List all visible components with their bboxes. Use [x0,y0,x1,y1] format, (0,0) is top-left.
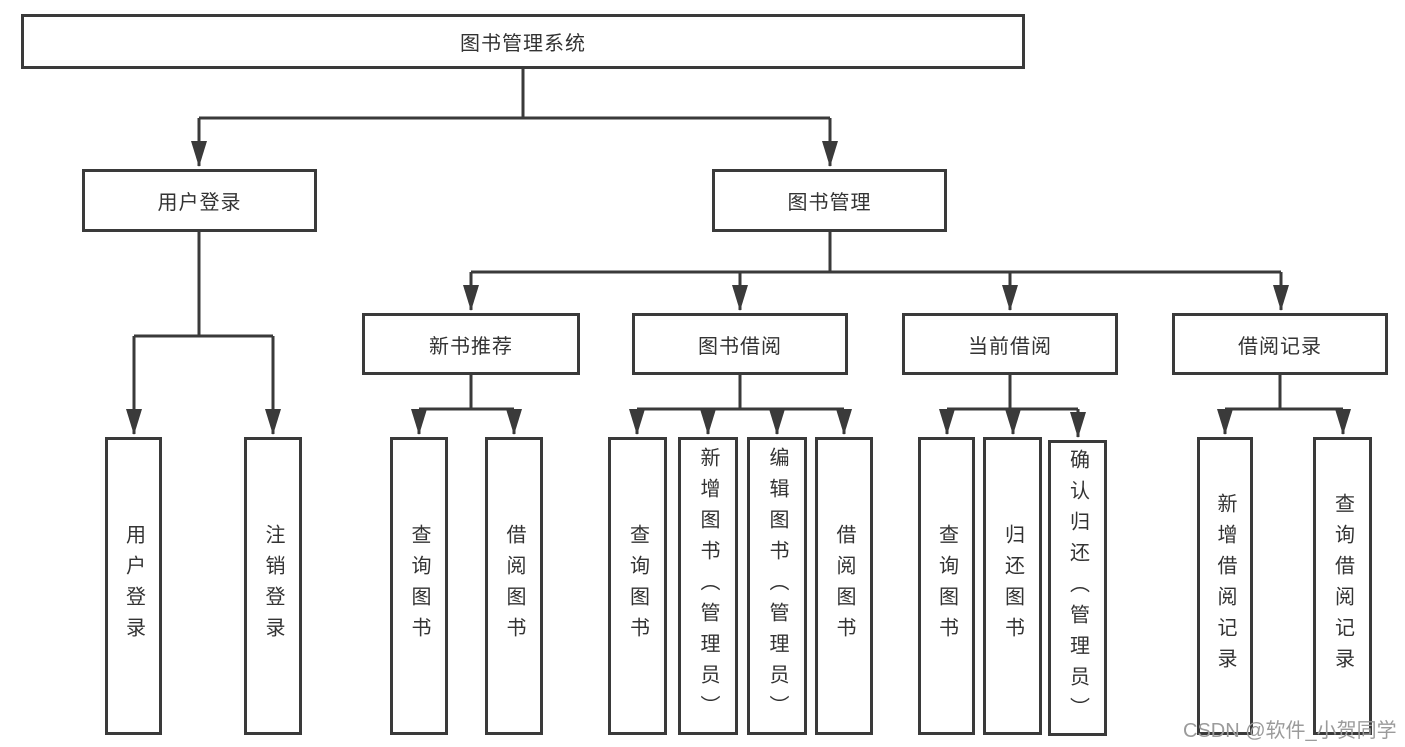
node-book-management: 图书管理 [712,169,947,232]
connector-userlogin-drop [134,232,273,338]
node-new-book-recommend-label: 新书推荐 [429,335,513,358]
leaf-recommend-borrow-books: 借阅图书 [485,437,543,735]
node-user-login-label: 用户登录 [157,192,242,214]
connector-newrec-drop [419,375,514,411]
leaf-record-query-borrow-record: 查询借阅记录 [1313,437,1372,735]
leaf-logout-label: 注销登录 [262,524,284,648]
node-borrow-record: 借阅记录 [1172,313,1388,375]
connector-bookmgmt-drop [471,232,1281,274]
leaf-borrow-borrow-books: 借阅图书 [815,437,873,735]
leaf-borrow-edit-books-admin-label: 编辑图书（管理员） [766,446,788,726]
connector-borrowrec-drop [1225,375,1343,411]
node-borrow-record-label: 借阅记录 [1238,335,1322,358]
leaf-current-confirm-return-admin: 确认归还（管理员） [1048,440,1107,736]
node-book-borrow: 图书借阅 [632,313,848,375]
connector-curborrow-drop [947,375,1078,411]
leaf-borrow-query-books: 查询图书 [608,437,667,735]
node-root-label: 图书管理系统 [460,33,586,55]
leaf-current-query-books: 查询图书 [918,437,975,735]
leaf-recommend-query-books-label: 查询图书 [408,524,430,648]
leaf-borrow-query-books-label: 查询图书 [626,524,649,648]
node-user-login: 用户登录 [82,169,317,232]
leaf-user-login: 用户登录 [105,437,162,735]
leaf-recommend-query-books: 查询图书 [390,437,448,735]
node-book-borrow-label: 图书借阅 [698,335,782,358]
node-book-management-label: 图书管理 [787,192,872,214]
leaf-recommend-borrow-books-label: 借阅图书 [503,524,525,648]
connector-bookborrow-drop [637,375,844,411]
leaf-logout: 注销登录 [244,437,302,735]
leaf-current-return-books: 归还图书 [983,437,1042,735]
node-root: 图书管理系统 [21,14,1025,69]
leaf-record-add-borrow-record: 新增借阅记录 [1197,437,1253,735]
csdn-watermark: CSDN @软件_小贺同学 [1183,720,1397,742]
leaf-user-login-label: 用户登录 [122,524,145,648]
node-current-borrow-label: 当前借阅 [968,335,1052,358]
leaf-borrow-add-books-admin: 新增图书（管理员） [678,437,738,735]
leaf-record-query-borrow-record-label: 查询借阅记录 [1331,493,1354,679]
node-current-borrow: 当前借阅 [902,313,1118,375]
leaf-borrow-add-books-admin-label: 新增图书（管理员） [697,446,719,726]
leaf-borrow-borrow-books-label: 借阅图书 [833,524,855,648]
leaf-current-confirm-return-admin-label: 确认归还（管理员） [1066,448,1089,728]
leaf-record-add-borrow-record-label: 新增借阅记录 [1214,493,1236,679]
leaf-borrow-edit-books-admin: 编辑图书（管理员） [747,437,807,735]
node-new-book-recommend: 新书推荐 [362,313,580,375]
leaf-current-query-books-label: 查询图书 [935,524,958,648]
leaf-current-return-books-label: 归还图书 [1001,524,1024,648]
